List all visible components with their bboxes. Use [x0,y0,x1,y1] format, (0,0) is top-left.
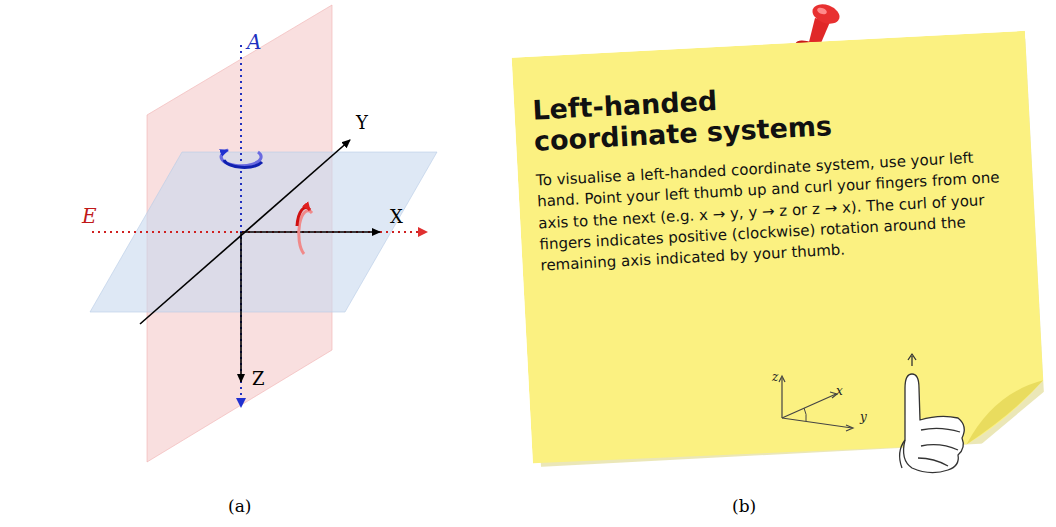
sticky-note: Left-handed coordinate systemsTo visuali… [512,31,1047,467]
axis-label: Y [356,112,368,133]
axis-label: A [247,30,261,54]
sub-caption: (b) [732,496,756,516]
sub-caption: (a) [228,496,251,516]
axis-label: Z [252,368,265,389]
axis-label: X [390,206,403,227]
axis-label: x [836,384,843,398]
axis-label: z [772,370,778,384]
axis-label: E [82,204,97,228]
axis-label: y [860,410,867,424]
